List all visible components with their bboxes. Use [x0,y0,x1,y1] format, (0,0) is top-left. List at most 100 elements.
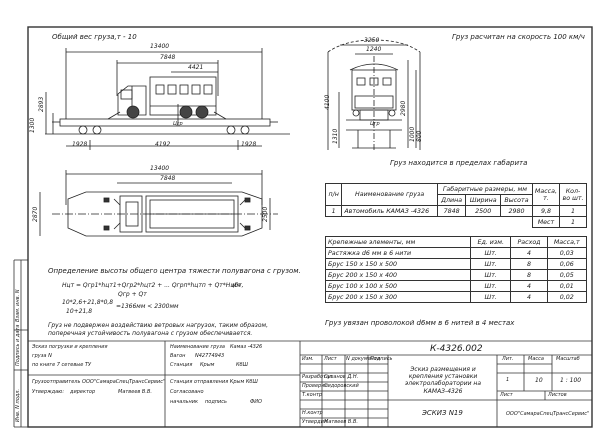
name-check: Сидоровский [324,383,359,389]
dim-side-body: 4421 [188,64,204,71]
role-approve: Утвердил [302,419,328,425]
doc-number: ЭСКИЗ N19 [422,409,463,417]
scale-value: 1 : 100 [560,377,582,384]
role-ncontr: Н.контр [302,410,323,416]
th-width: Ширина [465,194,502,206]
side-view [45,48,290,150]
dim-side-h-deck: 1300 [29,117,36,133]
load-fasten: Эскиз погрузки и крепления [32,344,108,350]
dim-top-total: 13400 [150,165,170,172]
speed-note: Груз расчитан на скорость 100 км/ч [452,33,585,41]
signature: подпись [205,399,227,405]
formula-den2: 10+21,8 [66,308,93,315]
lit-label: Лит. [502,356,514,362]
station-code: КбШ [236,362,248,368]
role-check: Проверил [302,383,328,389]
cog-label-front: Цгр [370,121,380,127]
table-total-row: Мест 1 [326,216,587,228]
th-unit: Ед. изм. [469,236,512,248]
col-izm: Изм. [302,356,314,362]
dim-front-h-low: 800 [416,130,423,142]
margin-inv-dub: Взам. инв. N [15,289,21,323]
wagon-no: N42774943 [195,353,225,359]
dim-top-platform: 7848 [160,175,176,182]
name-approve: Матвеев В.В. [324,419,358,425]
th-qty: Кол-во шт. [559,183,587,206]
col-list: Лист [324,356,337,362]
col-sign: Подпись [370,356,393,362]
dim-front-h-deck: 1310 [332,128,339,144]
sheet-no: 1 [506,377,510,383]
cargo-name: Камаз -4326 [230,344,263,350]
dim-side-total: 13400 [150,43,170,50]
dim-top-width-right: 2500 [262,206,269,222]
sender: Грузоотправитель ООО"СамараСпецТрансСерв… [32,379,166,385]
th-mass: Масса, т. [531,183,561,206]
formula-num2: 10*2,6+21,8*0,8 [62,299,114,306]
th-length: Длина [436,194,467,206]
mass-value: 10 [535,377,543,384]
cargo-name-label: Наименование груза [170,344,225,350]
cargo-table: п/н Наименование груза Габаритные размер… [324,183,587,228]
sheets-label: Листов [548,392,567,398]
front-view [327,39,421,150]
mass-label: Масса [528,356,544,362]
th-weight: Масса,т [546,236,588,248]
formula-unit: мм [232,282,242,289]
dim-bogie-right: 1928 [241,141,257,148]
table-row: 1 Автомобиль КАМАЗ -4326 7848 2500 2980 … [324,205,587,217]
approved: Утверждаю: [32,389,65,395]
sheet-label: Лист [500,392,513,398]
wire-note: Груз увязан проволокой d6мм в 6 нитей в … [325,319,515,327]
date-note: по книге 7 сетевые ТУ [32,362,91,368]
station-label: Станция [170,362,193,368]
margin-sign-date: Подпись и дата [15,324,21,366]
th-name: Наименование груза [341,183,438,206]
col-ndoc: N документа [346,356,380,362]
th-height: Высота [500,194,533,206]
stability-note: Груз не подвержен воздействию ветровых н… [48,322,268,337]
margin-inv-orig: Инв. N подл. [15,388,21,422]
dim-side-platform: 7848 [160,54,176,61]
top-view [39,170,278,237]
cog-label: Цгр [173,121,183,127]
role-tcontr: Т.контр [302,392,323,398]
wagon-label: Вагон [170,353,186,359]
name-dev: Суханов Д.Н. [324,374,359,380]
fastener-table: Крепежные элементы, мм Ед. изм. Расход М… [325,236,588,303]
formula-line1: Hцт = Qгр1*hцт1+Qгр2*hцт2 + ... Qгрп*hцт… [62,282,244,289]
doc-code: К-4326.002 [430,344,483,354]
agreed: Согласовано [170,389,204,395]
approved-role: директор [70,389,96,395]
th-element: Крепежные элементы, мм [325,236,471,248]
dim-bogie-center: 4192 [155,141,171,148]
formula-den: Qгр + Qт [118,291,147,298]
th-dims: Габаритные размеры, мм [436,183,533,195]
gauge-note: Груз находится в пределах габарита [390,159,528,167]
group: груза N [32,353,52,359]
dim-front-width-inner: 1240 [366,46,382,53]
role-dev: Разработал [302,374,333,380]
agreed-role: начальник [170,399,199,405]
dim-front-h-upper: 2980 [400,100,407,116]
dim-front-h-total: 4100 [324,94,331,110]
dim-top-width-left: 2870 [32,206,39,222]
th-usage: Расход [510,236,548,248]
doc-title: Эскиз размещения и крепления установки э… [404,366,482,395]
dim-bogie-left: 1928 [72,141,88,148]
company: ООО"СамараСпецТрансСервис" [506,411,590,417]
dim-front-width: 3250 [364,37,380,44]
approved-name: Матвеев В.В. [118,389,152,395]
formula-res2: =1366мм < 2300мм [116,303,179,310]
total-weight-note: Общий вес груза,т - 10 [52,33,137,41]
cog-title: Определение высоты общего центра тяжести… [48,267,301,275]
fio: ФИО [250,399,262,405]
dim-side-h-total: 2893 [38,96,45,112]
